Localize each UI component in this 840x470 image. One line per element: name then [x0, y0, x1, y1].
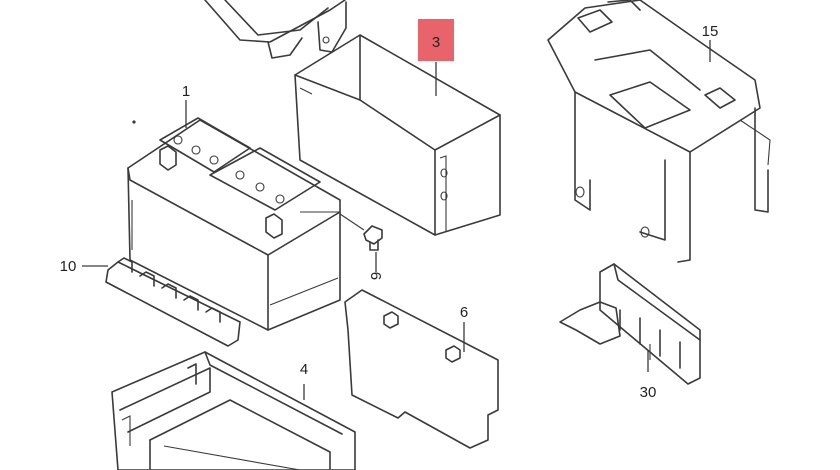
hold-down-strip [105, 257, 241, 347]
callout-9: 9 [368, 272, 385, 280]
leader-lines [82, 40, 711, 400]
highlight-box-part-3 [418, 19, 454, 61]
callout-3: 3 [432, 34, 440, 51]
battery-tray [111, 351, 356, 470]
callout-30: 30 [640, 384, 657, 401]
callout-10: 10 [60, 258, 77, 275]
battery-carrier-bracket [547, 0, 771, 263]
fuse-holder-bracket [559, 263, 701, 385]
battery [127, 117, 341, 331]
rivet-clip [339, 213, 383, 251]
callout-4: 4 [300, 361, 308, 378]
top-bracket-fragment [204, 0, 347, 59]
mounting-plate [344, 289, 499, 449]
callout-6: 6 [460, 304, 468, 321]
callout-15: 15 [702, 23, 719, 40]
battery-insulation-cover [294, 34, 501, 236]
callout-1: 1 [182, 83, 190, 100]
